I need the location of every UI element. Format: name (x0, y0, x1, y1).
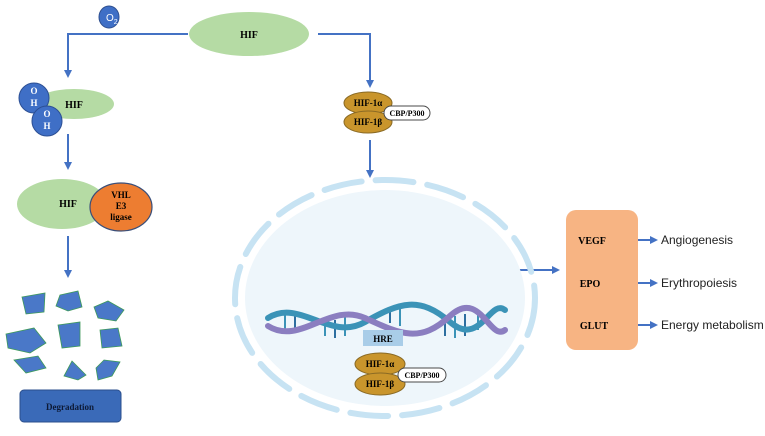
hydroxyl-group-lower (31, 105, 63, 137)
hif1-alpha-label-top: HIF-1α (354, 98, 383, 108)
hre-label: HRE (373, 334, 393, 344)
hif1-beta-subunit-top (343, 110, 393, 134)
oxygen-label: O2 (106, 13, 118, 26)
dna-strand-blue (265, 301, 508, 333)
hif1-complex-nuclear: HIF-1α HIF-1β CBP/P300 (354, 352, 447, 396)
vhl-complex-hif-label: HIF (59, 199, 77, 210)
nuclear-envelope (232, 177, 538, 419)
vhl-label-line-1: VHL (111, 190, 131, 200)
outcome-erythropoiesis: Erythropoiesis (661, 276, 737, 290)
hif-top-label: HIF (240, 30, 258, 41)
cbp-p300-coactivator-top (383, 105, 431, 121)
outcome-angiogenesis: Angiogenesis (661, 233, 733, 247)
arrow-hif-to-hydroxylation (64, 33, 188, 78)
nucleus (232, 177, 538, 419)
hydroxyl-lower-h: H (43, 121, 50, 131)
arrow-hif-to-nuclear-complex (318, 33, 374, 88)
vhl-e3-ligase (89, 182, 153, 232)
target-gene-vegf: VEGF (578, 236, 606, 247)
vhl-label-line-2: E3 (116, 201, 127, 211)
hif1-beta-subunit-dna (354, 372, 406, 396)
hydroxylated-hif-label: HIF (65, 100, 83, 111)
hif1-alpha-label-dna: HIF-1α (366, 359, 395, 369)
degradation-box: Degradation (19, 389, 122, 423)
outcomes: Angiogenesis Erythropoiesis Energy metab… (661, 233, 764, 332)
cbp-p300-coactivator-dna (397, 367, 447, 383)
outcome-energy-metabolism: Energy metabolism (661, 318, 764, 332)
cbp-p300-label-dna: CBP/P300 (404, 371, 439, 380)
target-gene-epo: EPO (580, 279, 601, 290)
dna-helix (265, 301, 508, 338)
hif1-complex-cytoplasm: HIF-1α HIF-1β CBP/P300 (343, 91, 431, 134)
cbp-p300-label-top: CBP/P300 (389, 109, 424, 118)
fragment-8 (63, 360, 87, 381)
protein-fragments (5, 290, 125, 381)
fragment-1 (21, 292, 46, 315)
vhl-label-line-3: ligase (110, 212, 132, 222)
hif-top: HIF (189, 12, 309, 56)
hydroxyl-lower-o: O (43, 109, 50, 119)
fragment-3 (93, 300, 125, 322)
fragment-2 (55, 290, 83, 312)
fragment-4 (5, 327, 47, 354)
hif1-beta-label-top: HIF-1β (354, 117, 382, 127)
fragment-6 (99, 327, 123, 349)
degradation-label: Degradation (46, 402, 94, 412)
hif1-beta-label-dna: HIF-1β (366, 379, 394, 389)
hre-element: HRE (363, 330, 403, 346)
hydroxyl-upper-h: H (30, 98, 37, 108)
hydroxylated-hif: HIF O H O H (18, 82, 114, 137)
oxygen-molecule: O2 (98, 5, 120, 29)
fragment-7 (13, 355, 47, 374)
fragment-5 (57, 321, 81, 349)
hif-vhl-complex: HIF VHL E3 ligase (17, 179, 153, 232)
fragment-9 (95, 359, 121, 381)
hydroxyl-upper-o: O (30, 86, 37, 96)
target-genes-box: VEGF EPO GLUT (566, 210, 638, 350)
target-gene-glut: GLUT (580, 321, 609, 332)
dna-strand-purple (265, 304, 508, 337)
